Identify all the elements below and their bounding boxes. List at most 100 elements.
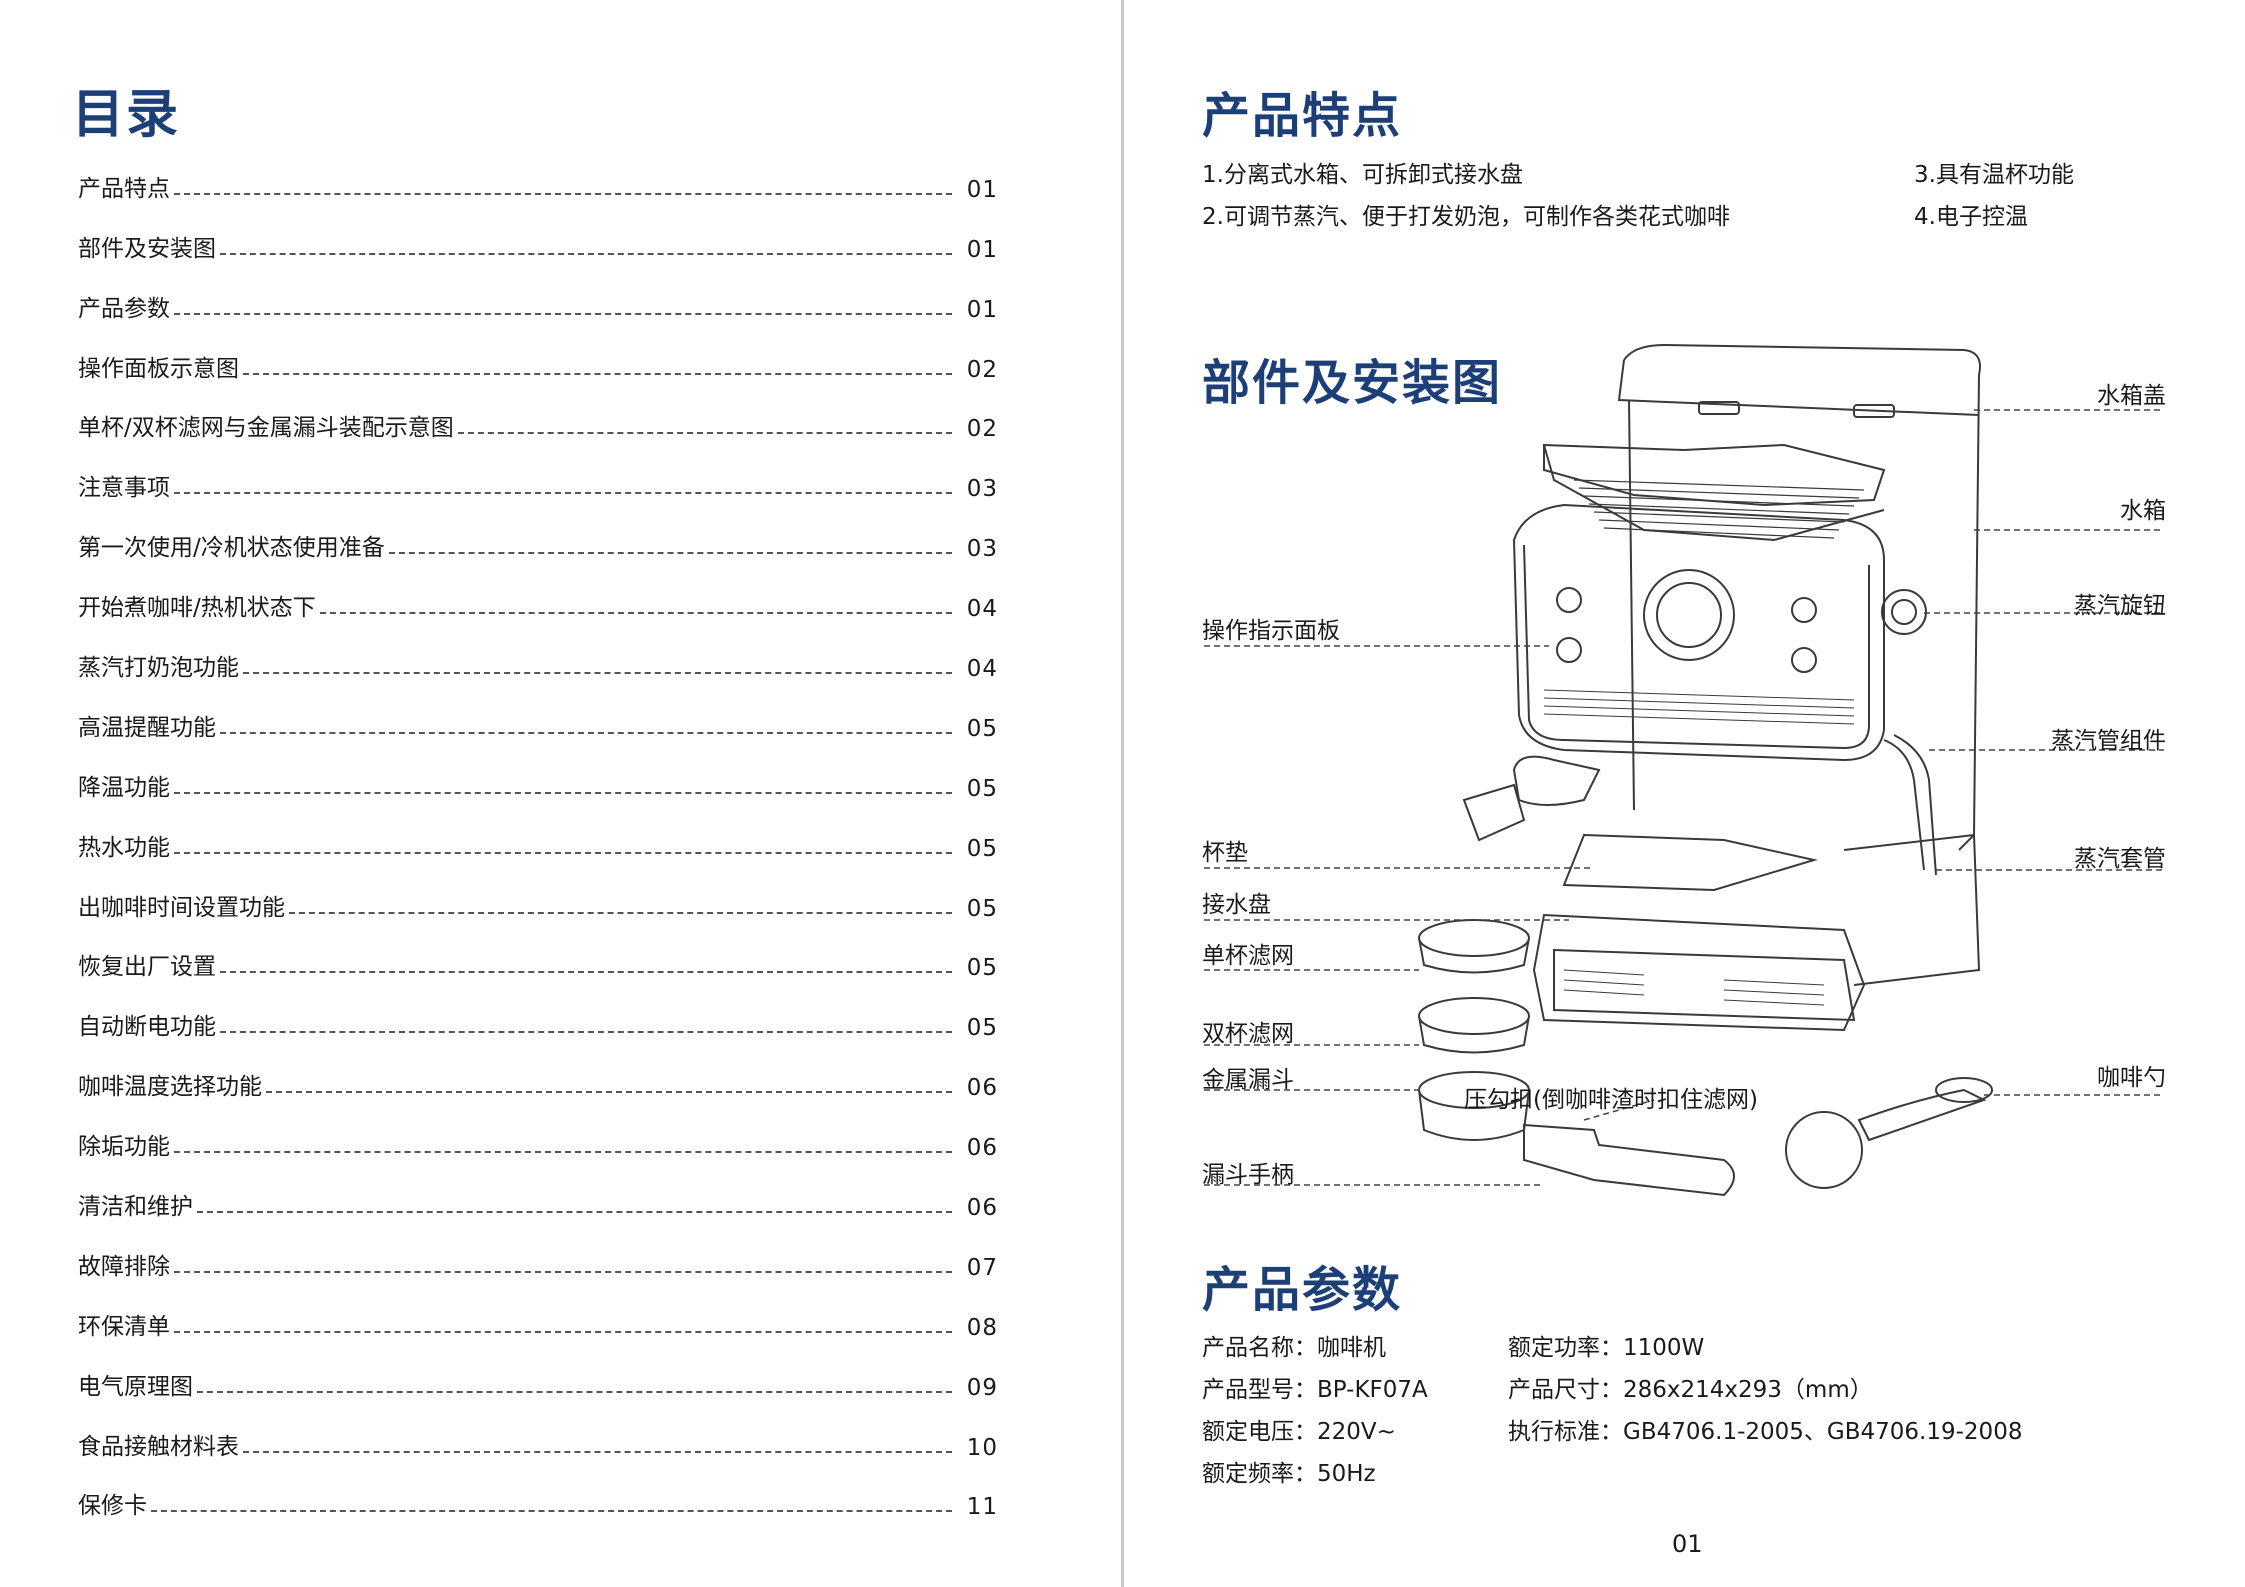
- toc-leader: [174, 851, 952, 854]
- toc-leader: [266, 1091, 952, 1094]
- toc-page-number: 04: [966, 596, 998, 623]
- toc-row[interactable]: 保修卡 11: [78, 1463, 998, 1523]
- toc-label: 自动断电功能: [78, 1014, 216, 1041]
- toc-leader: [457, 432, 952, 435]
- toc-label: 食品接触材料表: [78, 1433, 239, 1460]
- feature-item: 1.分离式水箱、可拆卸式接水盘: [1202, 162, 1523, 188]
- double-filter: [1418, 997, 1530, 1035]
- toc-leader: [197, 1211, 952, 1214]
- toc-page-number: 05: [966, 1015, 998, 1042]
- body-shape: [1512, 503, 1885, 762]
- toc-leader: [151, 1510, 952, 1513]
- label-steam-knob: 蒸汽旋钮: [2074, 593, 2166, 619]
- label-metal-funnel: 金属漏斗: [1202, 1067, 1294, 1093]
- toc-leader: [220, 971, 952, 974]
- label-water-tank: 水箱: [2120, 498, 2166, 524]
- toc-leader: [388, 552, 952, 555]
- parts-title: 部件及安装图: [1202, 355, 1503, 411]
- right-page: [1124, 0, 2245, 1587]
- features-title: 产品特点: [1202, 88, 1403, 144]
- label-single-filter: 单杯滤网: [1202, 943, 1294, 969]
- toc-label: 产品特点: [78, 175, 170, 202]
- toc-leader: [220, 1031, 952, 1034]
- toc-label: 降温功能: [78, 774, 170, 801]
- toc-page-number: 05: [966, 895, 998, 922]
- toc-label: 操作面板示意图: [78, 355, 239, 382]
- param-standard: 执行标准：GB4706.1-2005、GB4706.19-2008: [1508, 1419, 2023, 1445]
- toc-row[interactable]: 降温功能 05: [78, 744, 998, 804]
- toc-label: 热水功能: [78, 834, 170, 861]
- toc-label: 蒸汽打奶泡功能: [78, 655, 239, 682]
- params-title: 产品参数: [1202, 1262, 1403, 1318]
- coffee-machine-diagram: [1204, 343, 2164, 1197]
- toc-page-number: 06: [966, 1135, 998, 1162]
- drip-tray: [1532, 913, 1866, 1032]
- page-spine: [1121, 0, 1124, 1587]
- label-cup-mat: 杯垫: [1202, 840, 1248, 866]
- toc-leader: [220, 252, 952, 255]
- toc-page-number: 03: [966, 536, 998, 563]
- toc-page-number: 04: [966, 656, 998, 683]
- toc-leader: [174, 1270, 952, 1273]
- toc-page-number: 02: [966, 356, 998, 383]
- toc-label: 清洁和维护: [78, 1194, 193, 1221]
- label-steam-pipe: 蒸汽管组件: [2051, 728, 2166, 754]
- feature-item: 2.可调节蒸汽、便于打发奶泡，可制作各类花式咖啡: [1202, 204, 1730, 230]
- toc-page-number: 06: [966, 1075, 998, 1102]
- label-clip: 压勾扣(倒咖啡渣时扣住滤网): [1464, 1087, 1758, 1113]
- toc-leader: [174, 1330, 952, 1333]
- toc-row[interactable]: 环保清单 08: [78, 1283, 998, 1343]
- toc-page-number: 11: [966, 1494, 998, 1521]
- label-double-filter: 双杯滤网: [1202, 1021, 1294, 1047]
- cup-mat: [1562, 833, 1818, 892]
- param-power: 额定功率：1100W: [1508, 1335, 1705, 1361]
- toc-leader: [243, 372, 952, 375]
- toc-row[interactable]: 自动断电功能 05: [78, 983, 998, 1043]
- toc-page-number: 05: [966, 775, 998, 802]
- toc-row[interactable]: 出咖啡时间设置功能 05: [78, 864, 998, 924]
- page-number: 01: [1672, 1530, 1703, 1558]
- toc-label: 恢复出厂设置: [78, 954, 216, 981]
- toc-page-number: 08: [966, 1314, 998, 1341]
- param-voltage: 额定电压：220V~: [1202, 1419, 1396, 1445]
- toc-leader: [220, 731, 952, 734]
- param-frequency: 额定频率：50Hz: [1202, 1461, 1376, 1487]
- param-name: 产品名称：咖啡机: [1202, 1335, 1386, 1361]
- toc-label: 环保清单: [78, 1313, 170, 1340]
- toc-label: 保修卡: [78, 1493, 147, 1520]
- funnel-handle: [1523, 1123, 1735, 1197]
- toc-page-number: 05: [966, 955, 998, 982]
- toc-row[interactable]: 高温提醒功能 05: [78, 684, 998, 744]
- toc-row[interactable]: 恢复出厂设置 05: [78, 924, 998, 984]
- toc-leader: [319, 612, 952, 615]
- feature-item: 3.具有温杯功能: [1914, 162, 2074, 188]
- toc-label: 高温提醒功能: [78, 714, 216, 741]
- label-drip-tray: 接水盘: [1202, 892, 1271, 918]
- toc-row[interactable]: 操作面板示意图 02: [78, 325, 998, 385]
- pressure-gauge: [1643, 569, 1735, 661]
- toc-label: 出咖啡时间设置功能: [78, 894, 285, 921]
- toc-page-number: 01: [966, 236, 998, 263]
- param-size: 产品尺寸：286x214x293（mm）: [1508, 1377, 1873, 1403]
- steam-knob: [1881, 589, 1927, 635]
- toc-title: 目录: [72, 85, 181, 145]
- toc-page-number: 05: [966, 715, 998, 742]
- toc-leader: [174, 192, 952, 195]
- toc-row[interactable]: 蒸汽打奶泡功能 04: [78, 624, 998, 684]
- toc-leader: [243, 672, 952, 675]
